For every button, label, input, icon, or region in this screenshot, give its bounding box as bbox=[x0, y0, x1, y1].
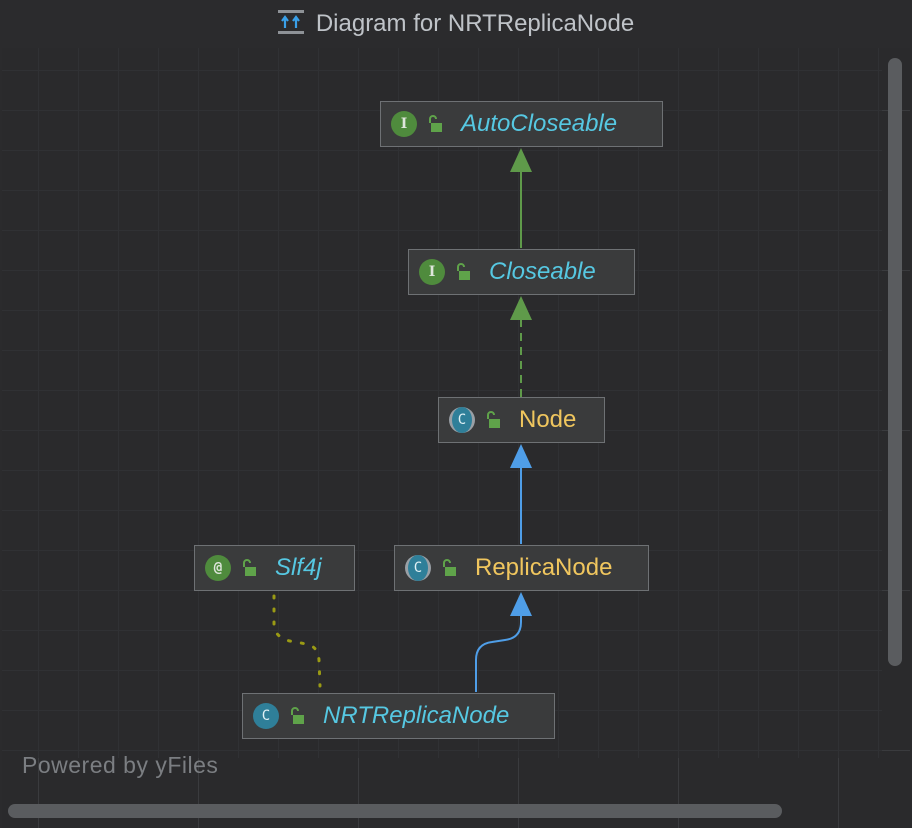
vertical-scrollbar[interactable] bbox=[888, 58, 902, 666]
node-label: ReplicaNode bbox=[475, 554, 613, 581]
edge-replicanode-extends-node[interactable] bbox=[510, 444, 532, 544]
class-icon: C bbox=[253, 703, 279, 729]
abstract-class-icon: C bbox=[405, 555, 431, 581]
unlocked-icon bbox=[291, 707, 304, 724]
arrowhead-icon bbox=[510, 296, 532, 320]
node-node[interactable]: C Node bbox=[438, 397, 605, 443]
node-label: AutoCloseable bbox=[461, 110, 618, 137]
abstract-class-icon: C bbox=[449, 407, 475, 433]
window-title-bar: Diagram for NRTReplicaNode bbox=[0, 0, 912, 48]
node-nrtreplicanode[interactable]: C NRTReplicaNode bbox=[242, 693, 555, 739]
node-label: Node bbox=[519, 406, 577, 433]
unlocked-icon bbox=[429, 115, 442, 132]
node-slf4j[interactable]: @ Slf4j bbox=[194, 545, 355, 591]
class-hierarchy-icon bbox=[277, 10, 304, 34]
unlocked-icon bbox=[487, 411, 500, 428]
interface-icon: I bbox=[419, 259, 445, 285]
window-title: Diagram for NRTReplicaNode bbox=[315, 10, 635, 37]
unlocked-icon bbox=[443, 559, 456, 576]
node-label: Slf4j bbox=[275, 554, 322, 581]
node-closeable[interactable]: I Closeable bbox=[408, 249, 635, 295]
arrowhead-icon bbox=[510, 148, 532, 172]
unlocked-icon bbox=[243, 559, 256, 576]
interface-icon: I bbox=[391, 111, 417, 137]
arrowhead-icon bbox=[510, 444, 532, 468]
edge-nrtreplicanode-extends-replicanode[interactable] bbox=[475, 592, 532, 692]
edge-node-implements-closeable[interactable] bbox=[510, 296, 532, 397]
node-label: NRTReplicaNode bbox=[323, 702, 510, 729]
node-autocloseable[interactable]: I AutoCloseable bbox=[380, 101, 663, 147]
powered-by-label: Powered by yFiles bbox=[22, 752, 219, 778]
node-label: Closeable bbox=[489, 258, 596, 285]
unlocked-icon bbox=[457, 263, 470, 280]
node-replicanode[interactable]: C ReplicaNode bbox=[394, 545, 649, 591]
arrowhead-icon bbox=[510, 592, 532, 616]
edge-closeable-extends-autocloseable[interactable] bbox=[510, 148, 532, 248]
edge-nrtreplicanode-annotated-slf4j[interactable] bbox=[272, 594, 322, 688]
annotation-icon: @ bbox=[205, 555, 231, 581]
horizontal-scrollbar[interactable] bbox=[8, 804, 782, 818]
